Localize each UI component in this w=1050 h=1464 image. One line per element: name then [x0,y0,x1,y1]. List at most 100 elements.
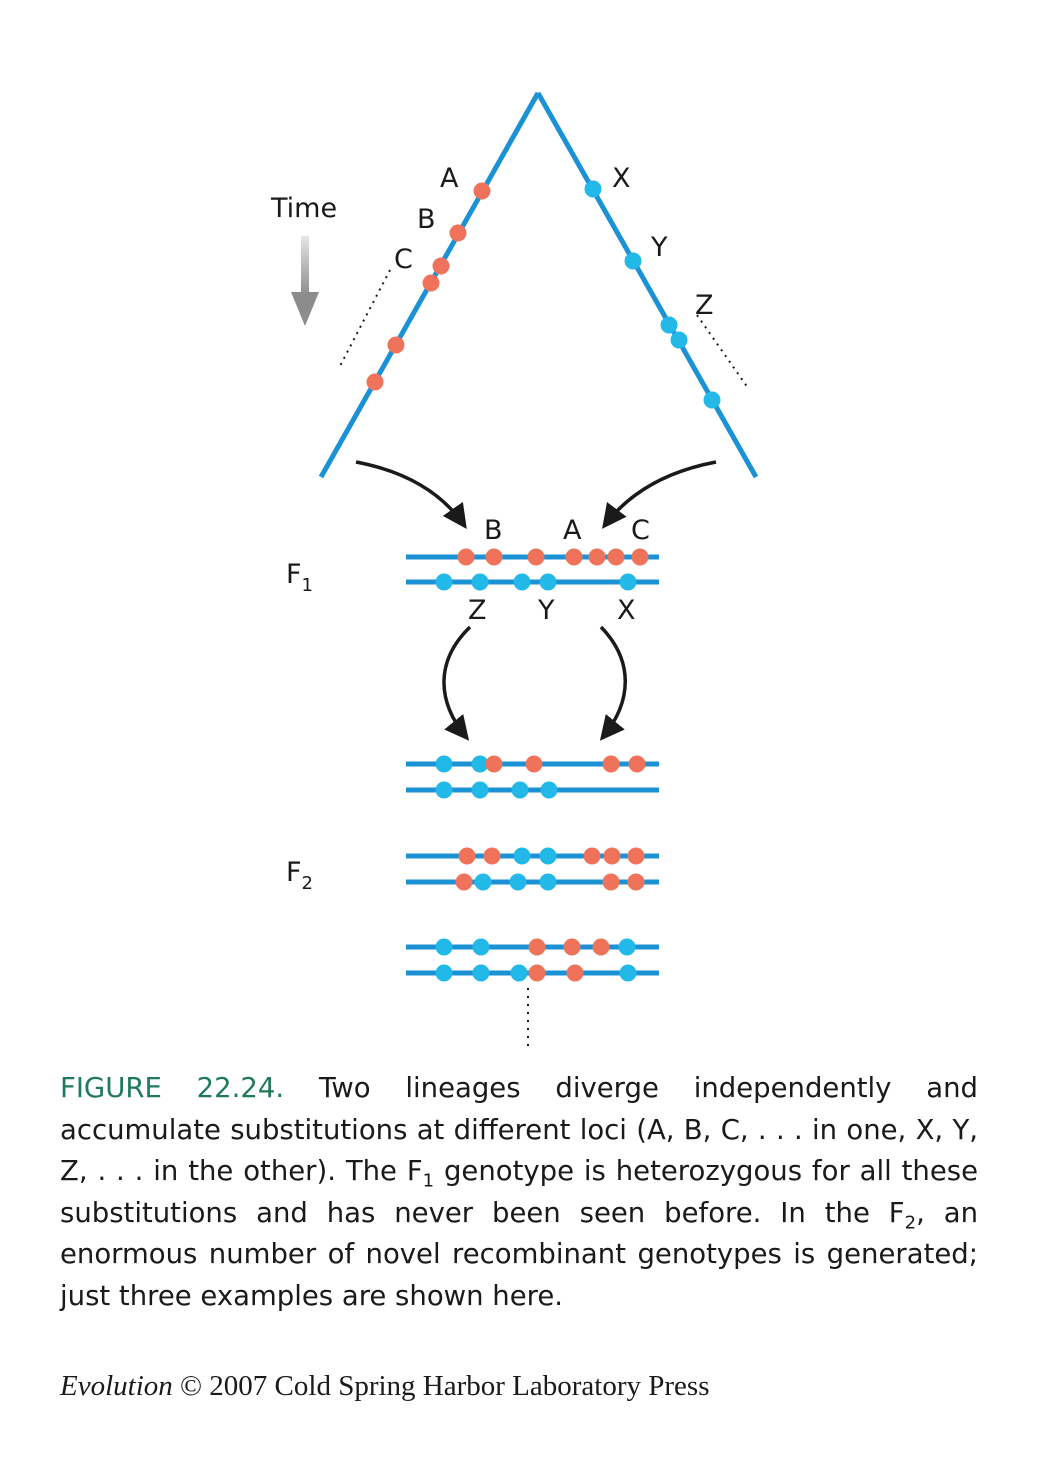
f2-substitution-dot [563,938,581,956]
time-arrow-shaft [301,236,309,296]
book-title: Evolution [60,1370,173,1402]
f2-substitution-dot [525,755,543,773]
f1-substitution-dot [539,573,557,591]
f2-example-1 [406,755,659,799]
f1-substitution-dot [588,548,606,566]
f2-substitution-dot [602,755,620,773]
caption-text-1: Two lineages diverge independently and a… [60,1072,979,1187]
f2-substitution-dot [540,781,558,799]
right-to-f1-arrow [602,460,717,529]
f2-substitution-dot [471,755,489,773]
locus-label-y: Y [650,232,668,263]
f1-substitution-dot [457,548,475,566]
f2-substitution-dot [474,873,492,891]
f2-example-2 [406,847,659,891]
f2-substitution-dot [566,964,584,982]
f2-substitution-dot [485,755,503,773]
locus-label-x: X [612,163,631,194]
f1-substitution-dot [435,573,453,591]
left-continuation-dots [338,269,391,369]
f2-substitution-dot [435,964,453,982]
f1-genotype: F1 B A C Z Y X [286,515,659,626]
f1-locus-label-z: Z [468,595,487,626]
f2-substitution-dot [528,938,546,956]
f1-to-f2-right-arrow [599,625,627,741]
caption-sub-2: 2 [904,1212,917,1233]
left-to-f1-arrow [355,460,467,530]
substitution-dot-left [387,336,405,354]
f2-substitution-dot [435,938,453,956]
f2-substitution-dot [458,847,476,865]
f2-substitution-dot [435,755,453,773]
f2-substitution-dot [619,964,637,982]
figure-number: FIGURE 22.24. [60,1072,285,1104]
f1-substitution-dot [631,548,649,566]
substitution-dot-right [660,316,678,334]
f2-substitution-dot [455,873,473,891]
f2-substitution-dot [628,755,646,773]
time-arrow-head [291,292,319,326]
lineage-divergence-diagram: A B C X Y Z Time F1 B A C Z Y X [270,91,759,1046]
figure-caption: FIGURE 22.24. Two lineages diverge indep… [60,1068,978,1317]
f1-locus-label-c: C [631,515,650,546]
substitution-dot-left [432,257,450,275]
locus-label-b: B [417,204,436,235]
f2-substitution-dot [511,781,529,799]
f1-substitution-dot [527,548,545,566]
f1-locus-label-b: B [484,515,503,546]
f2-substitution-dot [435,781,453,799]
substitution-dot-left [422,274,440,292]
f2-substitution-dot [472,964,490,982]
f2-example-3 [406,938,659,982]
f2-substitution-dot [583,847,601,865]
f1-substitution-dot [607,548,625,566]
f1-substitution-dot [471,573,489,591]
f2-substitution-dot [618,938,636,956]
locus-label-a: A [440,163,459,194]
f1-substitution-dot [513,573,531,591]
f2-substitution-dot [592,938,610,956]
f2-substitution-dot [483,847,501,865]
substitution-dot-right [703,391,721,409]
f2-substitution-dot [510,964,528,982]
f2-genotypes: F2 [286,755,659,1046]
lineage-tree: A B C X Y Z [318,91,759,479]
f2-substitution-dot [509,873,527,891]
credit-text: © 2007 Cold Spring Harbor Laboratory Pre… [172,1370,710,1402]
f2-substitution-dot [539,847,557,865]
f1-substitution-dot [619,573,637,591]
f2-substitution-dot [471,781,489,799]
f1-locus-label-x: X [617,595,636,626]
f2-substitution-dot [627,847,645,865]
locus-label-c: C [394,244,413,275]
substitution-dot-right [584,180,602,198]
f1-label: F1 [286,559,313,596]
locus-label-z: Z [695,290,714,321]
f2-substitution-dot [627,873,645,891]
substitution-dot-right [624,252,642,270]
substitution-dot-left [473,182,491,200]
right-lineage-branch [535,91,759,479]
f2-label: F2 [286,857,313,894]
f2-substitution-dot [602,873,620,891]
substitution-dot-left [366,373,384,391]
caption-text-2: genotype is heterozygous for all these s… [60,1155,978,1229]
copyright-credit: Evolution © 2007 Cold Spring Harbor Labo… [60,1370,709,1403]
f1-locus-label-a: A [563,515,582,546]
f2-substitution-dot [513,847,531,865]
f1-substitution-dot [565,548,583,566]
f1-to-f2-left-arrow [442,625,472,741]
caption-sub-1: 1 [422,1170,435,1192]
f2-substitution-dot [603,847,621,865]
f2-substitution-dot [539,873,557,891]
right-continuation-dots [696,314,749,389]
time-indicator: Time [270,193,337,326]
f2-substitution-dot [528,964,546,982]
f2-substitution-dot [472,938,490,956]
f1-locus-label-y: Y [537,595,555,626]
caption-text-3: , an enormous number of novel recombinan… [60,1196,978,1312]
f1-substitution-dot [485,548,503,566]
time-label: Time [270,193,337,224]
substitution-dot-left [449,224,467,242]
substitution-dot-right [670,331,688,349]
